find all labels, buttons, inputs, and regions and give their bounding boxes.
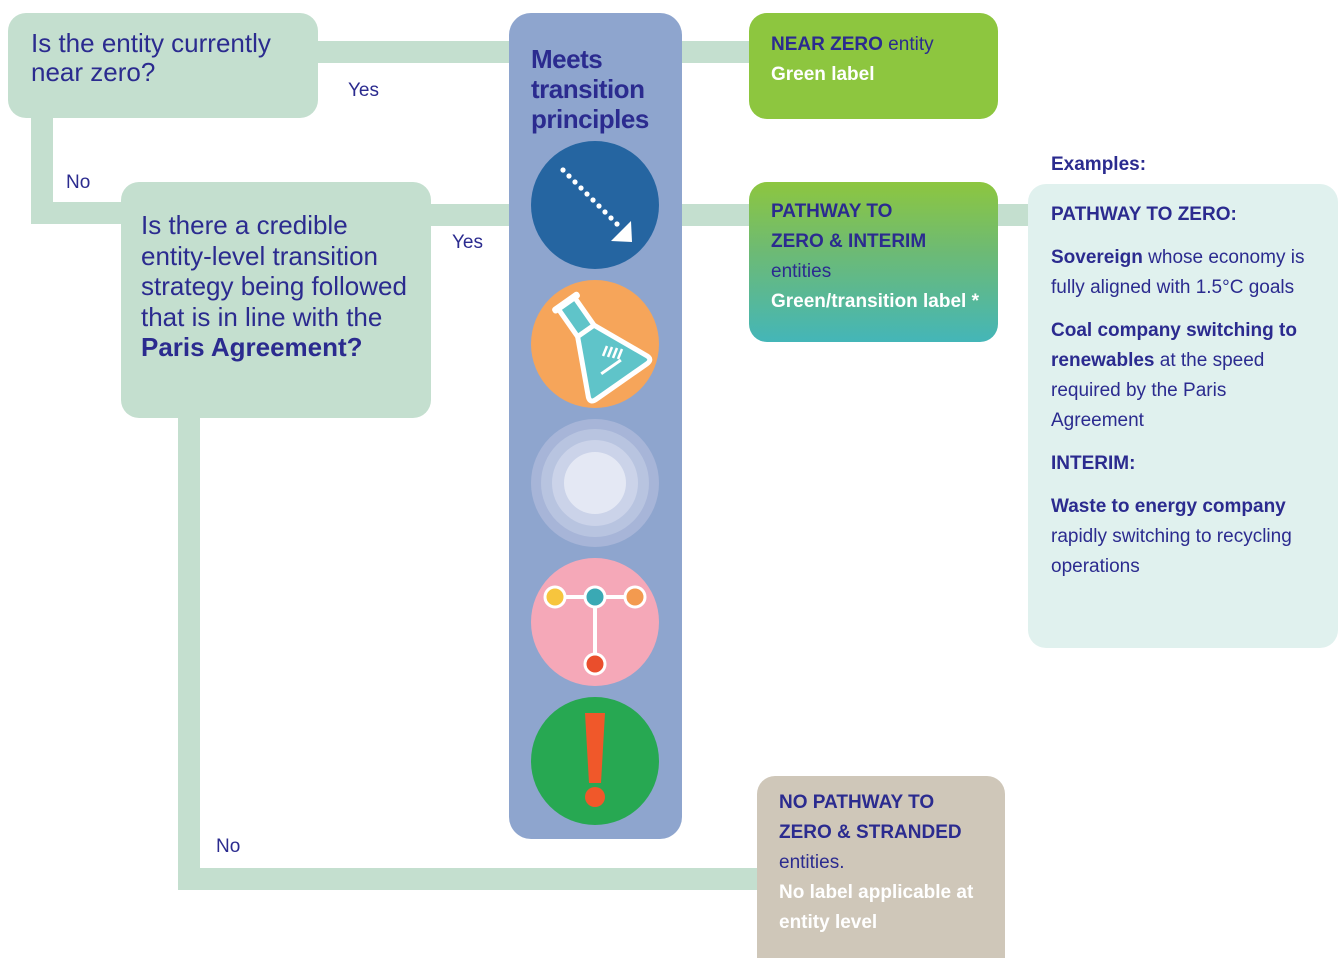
pathway-label: Green/transition label * xyxy=(771,291,979,312)
near-zero-outcome-text: NEAR ZERO entity Green label xyxy=(771,30,934,90)
example-coal-company-rest: at the speed required by the Paris Agree… xyxy=(1051,350,1265,431)
example-sovereign: Sovereign whose economy is fully aligned… xyxy=(1051,243,1321,303)
pathway-outcome-text: PATHWAY TO ZERO & INTERIM entities Green… xyxy=(771,197,986,317)
examples-box: PATHWAY TO ZERO: Sovereign whose economy… xyxy=(1028,184,1338,648)
exclamation-icon xyxy=(531,697,659,825)
connector-q1-to-q2 xyxy=(31,202,141,224)
question-near-zero-text: Is the entity currently near zero? xyxy=(31,28,271,87)
example-coal-company-bold: Coal company switching to renewables xyxy=(1051,320,1297,371)
no-pathway-label: No label applicable at entity level xyxy=(779,882,974,933)
pathway-outcome-box: PATHWAY TO ZERO & INTERIM entities Green… xyxy=(749,182,998,342)
concentric-circles-icon xyxy=(531,419,659,547)
examples-interim-heading: INTERIM: xyxy=(1051,453,1136,474)
example-sovereign-rest: whose economy is fully aligned with 1.5°… xyxy=(1051,247,1305,298)
question-transition-strategy-text-paris: Paris Agreement? xyxy=(141,332,363,362)
no-pathway-title: NO PATHWAY TO ZERO & STRANDED xyxy=(779,792,962,843)
connector-q2-down xyxy=(178,400,200,890)
transition-principles-column: Meets transition principles xyxy=(509,13,682,839)
connector-q2-to-no-pathway xyxy=(178,868,778,890)
flask-icon xyxy=(531,280,659,408)
examples-heading: Examples: xyxy=(1051,154,1147,175)
no-label-2: No xyxy=(216,836,241,857)
example-waste-energy: Waste to energy company rapidly switchin… xyxy=(1051,492,1321,582)
near-zero-label: Green label xyxy=(771,64,875,85)
yes-label-2: Yes xyxy=(452,232,483,253)
connector-pathway-to-examples xyxy=(990,204,1038,226)
no-label-1: No xyxy=(66,172,91,193)
question-transition-strategy-text-main: Is there a credible entity-level transit… xyxy=(141,210,407,332)
example-coal-company: Coal company switching to renewables at … xyxy=(1051,316,1321,436)
example-waste-energy-rest: rapidly switching to recycling operation… xyxy=(1051,526,1292,577)
near-zero-suffix: entity xyxy=(882,34,934,55)
example-sovereign-bold: Sovereign xyxy=(1051,247,1143,268)
question-near-zero-box: Is the entity currently near zero? xyxy=(8,13,318,118)
question-transition-strategy-text: Is there a credible entity-level transit… xyxy=(141,210,416,363)
near-zero-outcome-box: NEAR ZERO entity Green label xyxy=(749,13,998,119)
near-zero-title: NEAR ZERO xyxy=(771,34,883,55)
transition-principles-title: Meets transition principles xyxy=(531,44,649,134)
examples-content: PATHWAY TO ZERO: Sovereign whose economy… xyxy=(1051,200,1321,595)
connector-q1-down xyxy=(31,100,53,224)
examples-pathway-heading: PATHWAY TO ZERO: xyxy=(1051,204,1237,225)
node-network-icon xyxy=(531,558,659,686)
yes-label-1: Yes xyxy=(348,80,379,101)
no-pathway-outcome-box: NO PATHWAY TO ZERO & STRANDED entities. … xyxy=(757,776,1005,958)
dotted-arrow-icon xyxy=(531,141,659,269)
example-waste-energy-bold: Waste to energy company xyxy=(1051,496,1286,517)
no-pathway-outcome-text: NO PATHWAY TO ZERO & STRANDED entities. … xyxy=(779,788,989,938)
pathway-subtitle: entities xyxy=(771,261,832,282)
question-transition-strategy-box: Is there a credible entity-level transit… xyxy=(121,182,431,418)
pathway-title: PATHWAY TO ZERO & INTERIM xyxy=(771,201,927,252)
no-pathway-subtitle: entities. xyxy=(779,852,845,873)
